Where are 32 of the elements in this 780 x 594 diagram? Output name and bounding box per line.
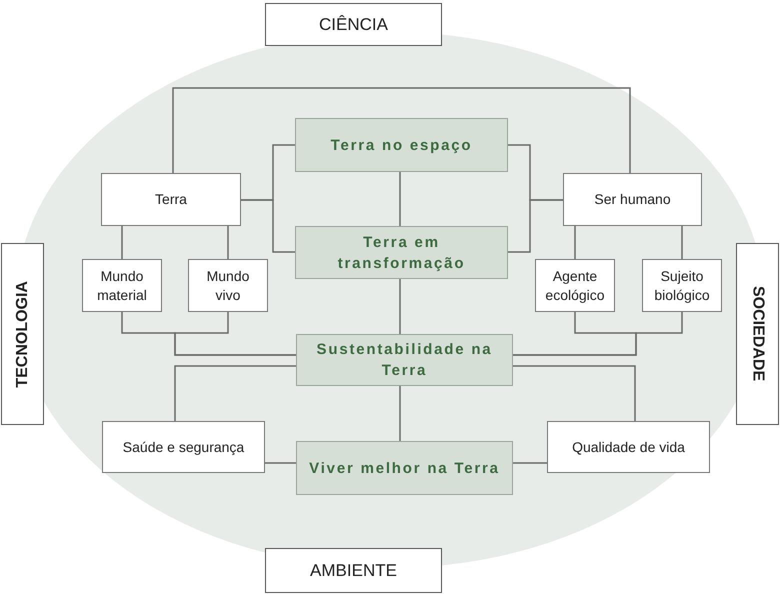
connector-line [681,226,683,259]
theme-box: Sustentabilidade na Terra [296,334,513,386]
category-box: CIÊNCIA [265,3,442,46]
connector-line [574,226,576,259]
connector-line [172,87,631,173]
theme-box: Viver melhor na Terra [296,441,513,495]
connector-line [227,226,229,259]
topic-box: Agente ecológico [535,259,615,312]
category-box: SOCIEDADE [736,243,779,425]
topic-box: Terra [101,173,241,226]
category-box: AMBIENTE [265,548,442,593]
connector-line [399,279,401,334]
topic-box: Mundo material [82,259,162,312]
topic-box: Sujeito biológico [642,259,722,312]
theme-box: Terra em transformação [295,226,508,279]
connector-line [174,365,296,421]
connector-line [121,226,123,259]
connector-line [174,312,296,356]
connector-line [513,365,636,421]
category-box: TECNOLOGIA [1,243,44,425]
topic-box: Saúde e segurança [102,421,265,473]
topic-box: Mundo vivo [188,259,268,312]
connector-line [241,199,295,253]
connector-line [399,172,401,226]
connector-line [513,312,683,356]
connector-line [399,386,401,441]
connector-line [508,199,563,253]
connector-line [513,462,547,464]
theme-box: Terra no espaço [295,118,508,172]
topic-box: Ser humano [563,173,702,226]
topic-box: Qualidade de vida [547,421,710,473]
connector-line [265,462,296,464]
